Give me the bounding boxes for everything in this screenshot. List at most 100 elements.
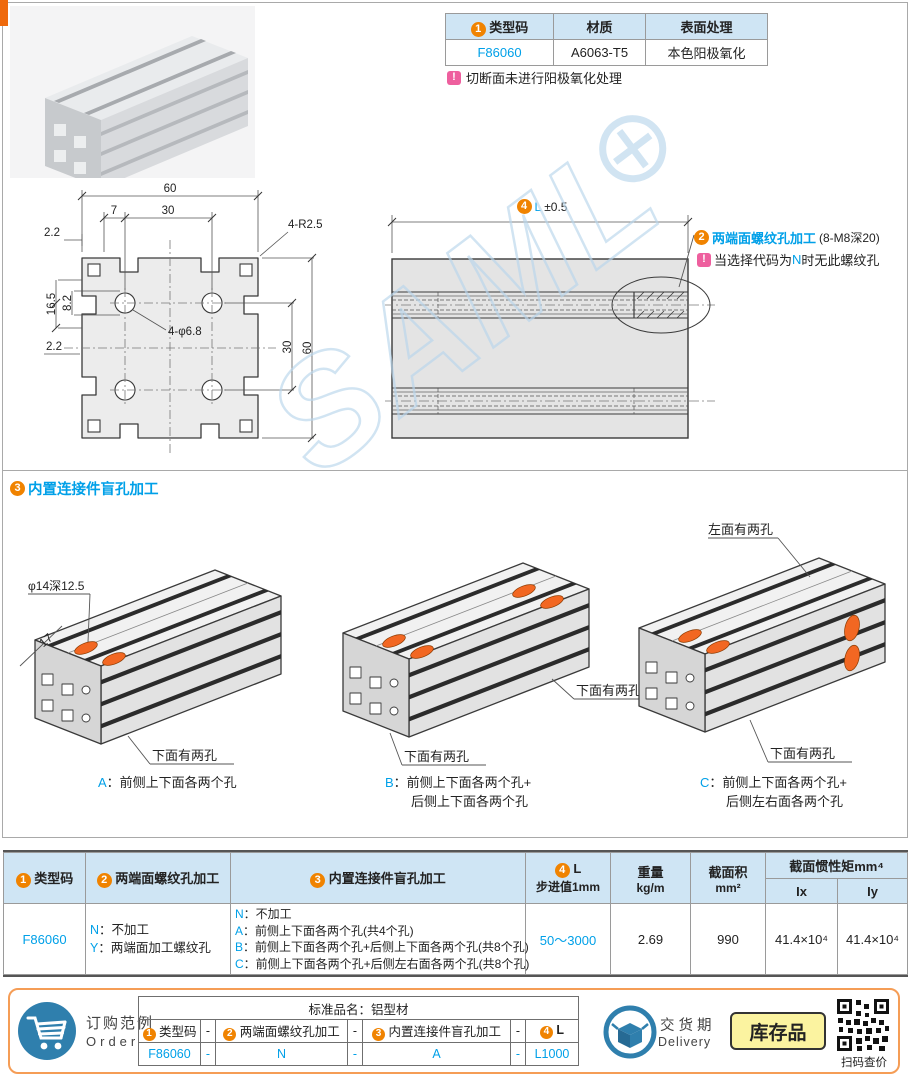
qr-caption: 扫码查价 <box>841 1057 887 1069</box>
bottom-holes-label: 下面有两孔 <box>152 748 217 763</box>
cart-icon <box>18 1002 76 1060</box>
order-title-en: Order <box>86 1034 140 1049</box>
spec-header-type: 1 类型码 <box>3 852 86 904</box>
spec-header-area: 截面积 mm² <box>690 852 766 904</box>
bottom-holes-label: 下面有两孔 <box>576 683 641 698</box>
spec-header-length: 4 L 步进值1mm <box>525 852 611 904</box>
type-code-value[interactable]: F86060 <box>445 39 554 66</box>
spec-iy: 41.4×10⁴ <box>837 903 908 975</box>
spec-length-range[interactable]: 50～3000 <box>525 903 611 975</box>
order-value-blind: A <box>362 1042 511 1066</box>
left-holes-label: 左面有两孔 <box>708 522 773 537</box>
badge-4-icon: 4 <box>539 1025 553 1039</box>
order-col-length: 4 L <box>525 1019 579 1043</box>
badge-2-icon: 2 <box>223 1027 237 1041</box>
dim-30-top: 30 <box>162 205 175 217</box>
blind-hole-drawing-b: 下面有两孔 下面有两孔 <box>342 562 642 766</box>
spec-header-weight: 重量 kg/m <box>610 852 691 904</box>
length-dim-label: 4 L±0.5 <box>472 199 612 214</box>
cross-section-drawing: 60 7 30 2.2 4-R2.5 16.5 8.2 2.2 4-φ6.8 3… <box>44 183 323 456</box>
dim-corner-radius: 4-R2.5 <box>288 219 323 231</box>
order-dash: - <box>200 1019 216 1043</box>
thread-callout: 2 两端面螺纹孔加工 (8-M8深20) <box>694 228 880 247</box>
material-header: 材质 <box>553 13 646 40</box>
delivery-label-en: Delivery <box>658 1035 712 1049</box>
badge-1-icon: 1 <box>15 873 31 888</box>
spec-weight: 2.69 <box>610 903 691 975</box>
dim-8-2: 8.2 <box>62 295 74 311</box>
badge-4-icon: 4 <box>554 863 570 878</box>
spec-blind-options: N：不加工 A：前侧上下面各两个孔(共4个孔) B：前侧上下面各两个孔+后侧上下… <box>230 903 529 975</box>
delivery-icon <box>603 1005 657 1059</box>
dim-16-5: 16.5 <box>46 293 58 315</box>
dim-60-top: 60 <box>164 183 177 195</box>
caption-a: A：前侧上下面各两个孔 <box>98 775 237 790</box>
dim-60-right: 60 <box>302 342 314 355</box>
order-product-name: 标准品名：铝型材 <box>138 996 579 1020</box>
section-divider <box>2 470 908 471</box>
stock-badge: 库存品 <box>730 1012 826 1050</box>
badge-3-icon: 3 <box>310 873 326 888</box>
order-col-blind: 3 内置连接件盲孔加工 <box>362 1019 511 1043</box>
anodize-note: ! 切断面未进行阳极氧化处理 <box>447 68 622 87</box>
order-dash: - <box>200 1042 216 1066</box>
content-frame <box>2 2 908 838</box>
dim-30-right: 30 <box>282 341 294 354</box>
badge-2-icon: 2 <box>694 230 709 245</box>
dim-hole: 4-φ6.8 <box>168 326 202 338</box>
spec-header-inertia: 截面惯性矩mm⁴ <box>765 852 908 879</box>
product-photo <box>10 6 255 178</box>
side-view-drawing <box>385 215 715 439</box>
type-code-header: 1 类型码 <box>445 13 554 40</box>
blind-hole-drawing-a: φ14深12.5 17 下面有两孔 <box>19 569 282 765</box>
spec-row: F86060 N：不加工 Y：两端面加工螺纹孔 N：不加工 A：前侧上下面各两个… <box>3 903 908 975</box>
material-value: A6063-T5 <box>553 39 646 66</box>
exclamation-icon: ! <box>447 70 461 85</box>
spec-thread-options: N：不加工 Y：两端面加工螺纹孔 <box>85 903 231 975</box>
order-title-cn: 订购范例 <box>86 1015 155 1032</box>
hole-dim-label: φ14深12.5 <box>28 579 85 593</box>
caption-b: B：前侧上下面各两个孔+ 后侧上下面各两个孔 <box>385 775 532 809</box>
bottom-holes-label: 下面有两孔 <box>404 749 469 764</box>
bottom-holes-label: 下面有两孔 <box>770 746 835 761</box>
spec-area: 990 <box>690 903 766 975</box>
order-dash: - <box>510 1042 526 1066</box>
surface-value: 本色阳极氧化 <box>645 39 768 66</box>
order-value-type: F86060 <box>138 1042 201 1066</box>
order-value-length: L1000 <box>525 1042 579 1066</box>
spec-header-iy: Iy <box>837 878 908 904</box>
dim-2-2-left: 2.2 <box>46 341 62 353</box>
spec-ix: 41.4×10⁴ <box>765 903 838 975</box>
order-table: 标准品名：铝型材 1 类型码 - 2 两端面螺纹孔加工 - 3 内置连接件盲孔加… <box>138 996 579 1066</box>
badge-1-icon: 1 <box>470 21 486 37</box>
caption-c: C：前侧上下面各两个孔+ 后侧左右面各两个孔 <box>700 775 847 809</box>
badge-3-icon: 3 <box>372 1027 385 1041</box>
badge-4-icon: 4 <box>516 199 532 214</box>
order-dash: - <box>510 1019 526 1043</box>
order-col-thread: 2 两端面螺纹孔加工 <box>215 1019 348 1043</box>
spec-table: 1 类型码 2 两端面螺纹孔加工 3 内置连接件盲孔加工 4 L 步进值1mm <box>3 852 908 975</box>
blind-hole-section-title: 3 内置连接件盲孔加工 <box>10 478 159 499</box>
badge-3-icon: 3 <box>10 481 25 496</box>
surface-header: 表面处理 <box>645 13 768 40</box>
page-corner-marker <box>0 0 8 26</box>
spec-header-blind: 3 内置连接件盲孔加工 <box>230 852 526 904</box>
spec-header-thread: 2 两端面螺纹孔加工 <box>85 852 231 904</box>
dim-7: 7 <box>111 205 117 217</box>
spec-header-ix: Ix <box>765 878 838 904</box>
exclamation-icon: ! <box>697 252 711 267</box>
delivery-label-cn: 交货期 <box>660 1018 716 1034</box>
order-dash: - <box>347 1019 363 1043</box>
order-value-thread: N <box>215 1042 348 1066</box>
blind-hole-drawing-c: 左面有两孔 下面有两孔 <box>638 522 886 763</box>
badge-1-icon: 1 <box>142 1027 156 1041</box>
qr-code[interactable] <box>836 998 890 1052</box>
dim-2-2-top: 2.2 <box>44 227 60 239</box>
type-info-table: 1 类型码 材质 表面处理 F86060 A6063-T5 本色阳极氧化 <box>445 13 768 66</box>
order-col-type: 1 类型码 <box>138 1019 201 1043</box>
spec-type-code[interactable]: F86060 <box>3 903 86 975</box>
badge-2-icon: 2 <box>96 873 112 888</box>
order-dash: - <box>347 1042 363 1066</box>
